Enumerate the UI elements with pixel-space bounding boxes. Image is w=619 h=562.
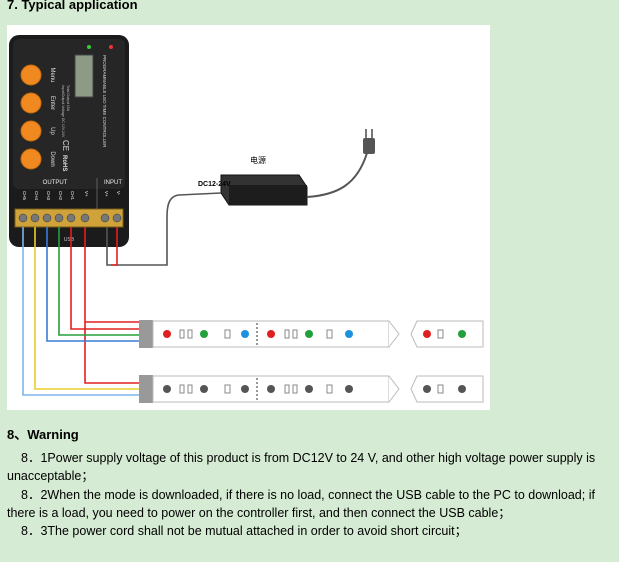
terminal-ch4: CH4 (34, 191, 39, 200)
typical-application-figure: Menu Enter Up Down Input/Output Voltage … (7, 25, 490, 410)
warning-3-number: 8．3 (21, 524, 48, 538)
up-label: Up (49, 127, 55, 135)
spec-line-2: Total Output 15A (66, 85, 70, 112)
up-button-icon (20, 120, 42, 142)
terminal-out-vplus: V+ (84, 191, 89, 197)
single-color-led-strip (139, 375, 484, 403)
terminal-in-vminus: V- (116, 191, 121, 196)
rgb-led-strip (139, 320, 484, 348)
rohs-mark: RoHS (61, 155, 67, 171)
power-led-icon (109, 45, 113, 49)
warning-3-text: The power cord shall not be mutual attac… (47, 524, 468, 538)
wiring-diagram: Menu Enter Up Down Input/Output Voltage … (9, 35, 484, 403)
terminal-ch3: CH3 (46, 191, 51, 200)
power-plug-icon (363, 138, 375, 154)
terminal-ch5: CH5 (22, 191, 27, 200)
wiring (22, 227, 149, 396)
enter-label: Enter (49, 96, 55, 110)
section-8-title: 8、Warning (7, 427, 79, 442)
control-buttons: Menu Enter Up Down (20, 64, 55, 170)
section-7-title: 7. Typical application (7, 0, 138, 12)
enter-button-icon (20, 92, 42, 114)
warning-2-text: When the mode is downloaded, if there is… (7, 488, 595, 520)
menu-label: Menu (49, 67, 55, 82)
usb-label: USB (64, 237, 75, 243)
warning-1-text: Power supply voltage of this product is … (7, 451, 596, 483)
power-supply: 电源 DC12-24V (106, 129, 375, 266)
down-button-icon (20, 148, 42, 170)
controller: Menu Enter Up Down Input/Output Voltage … (9, 35, 129, 247)
power-supply-voltage: DC12-24V (198, 181, 231, 188)
input-label: INPUT (104, 180, 122, 186)
spec-line-1: Input/Output Voltage DC 12V-24V (61, 85, 65, 138)
warning-item-2: 8．2When the mode is downloaded, if there… (7, 486, 614, 522)
terminal-ch1: CH1 (70, 191, 75, 200)
menu-button-icon (20, 64, 42, 86)
terminal-in-vplus: V+ (104, 191, 109, 197)
down-label: Down (49, 151, 55, 166)
ce-mark: CE (61, 140, 70, 151)
status-led-icon (87, 45, 91, 49)
terminal-ch2: CH2 (58, 191, 63, 200)
warning-1-number: 8．1 (21, 451, 48, 465)
lcd-display (74, 54, 94, 98)
power-supply-label: 电源 (250, 155, 266, 165)
controller-title: PROGRAMMABLE LED TIME CONTROLLER (102, 55, 107, 148)
warning-item-1: 8．1Power supply voltage of this product … (7, 449, 614, 485)
warning-item-3: 8．3The power cord shall not be mutual at… (7, 522, 614, 540)
output-label: OUTPUT (43, 180, 68, 186)
warning-2-number: 8．2 (21, 488, 48, 502)
